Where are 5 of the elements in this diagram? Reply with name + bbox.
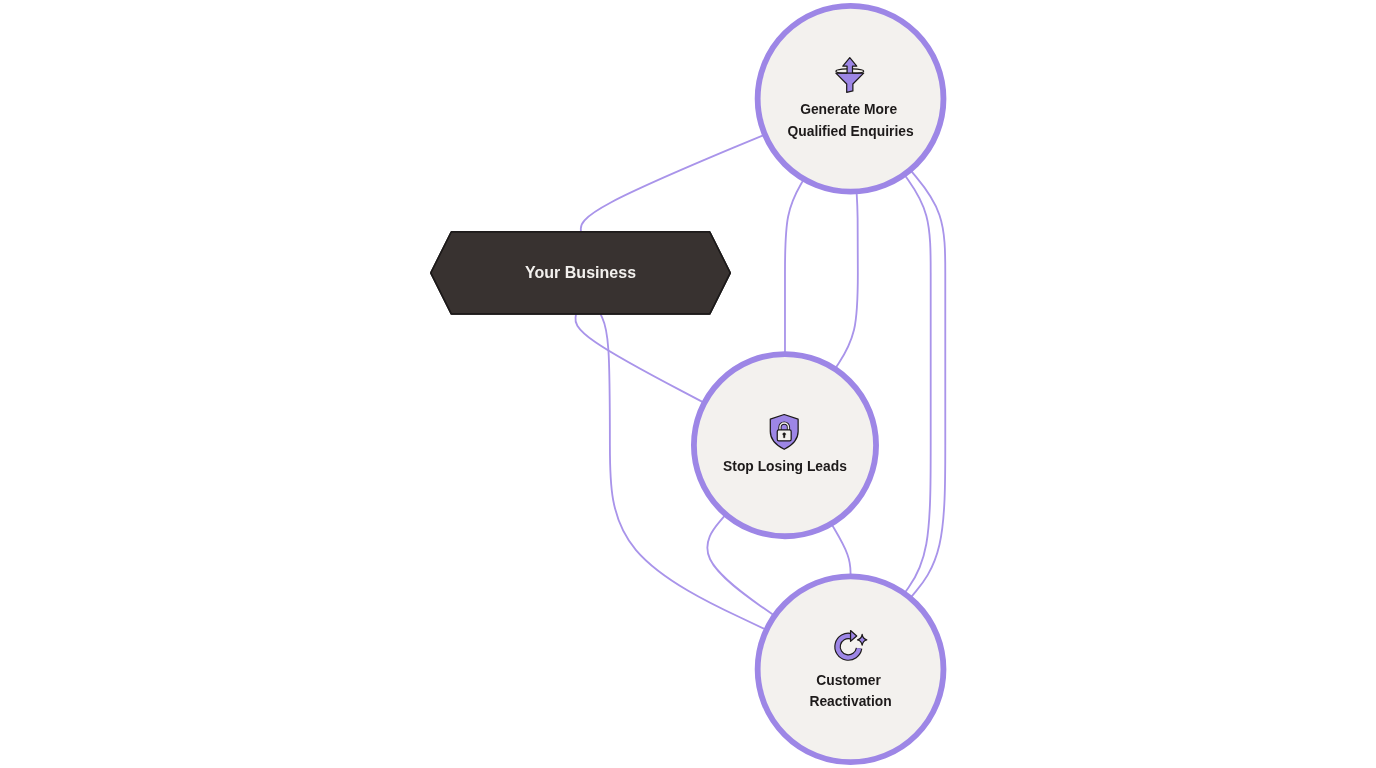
connector: [909, 169, 947, 599]
node-circle: Stop Losing Leads: [691, 351, 879, 540]
node-circle: Generate More Qualified Enquiries: [754, 2, 947, 195]
node-circle: Customer Reactivation: [754, 573, 947, 766]
connector: [903, 173, 932, 595]
